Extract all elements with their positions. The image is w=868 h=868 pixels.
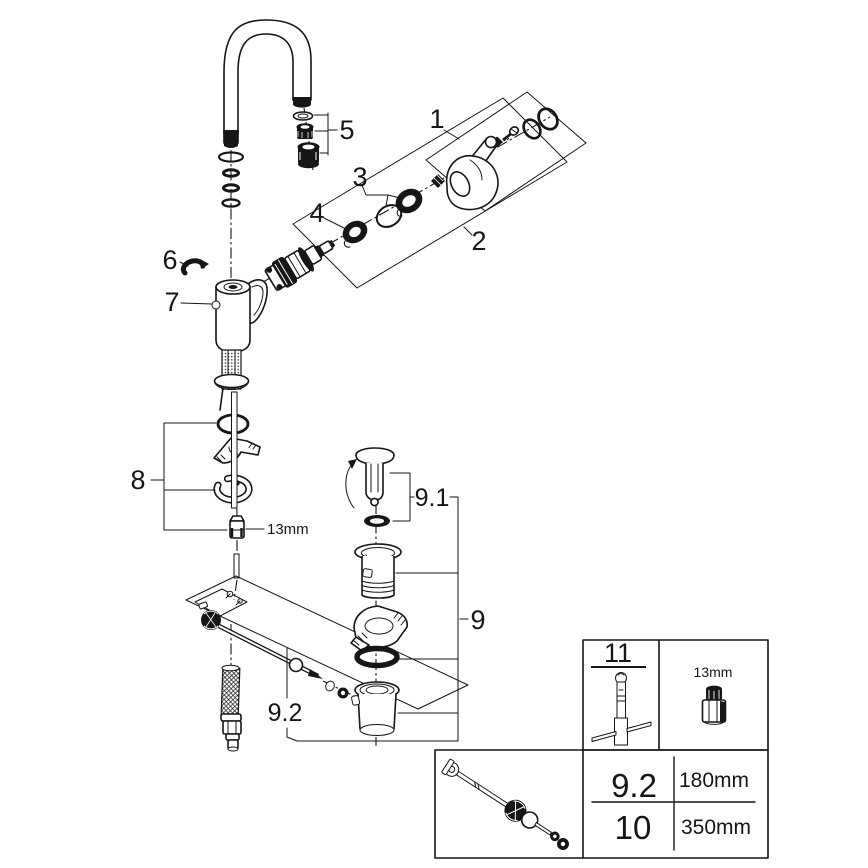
- pullrod-knob: [201, 610, 221, 630]
- plug-rotation-arrow: [345, 459, 357, 509]
- aerator-washer: [292, 111, 314, 121]
- aerator-group: 5: [292, 111, 355, 169]
- popup-drain: 9.1: [296, 447, 486, 742]
- hex-key-tool-icon: [591, 672, 652, 746]
- legend-tool-box: 11 13mm: [582, 638, 769, 751]
- plug-seal: [364, 515, 390, 527]
- handle-orings: [522, 107, 559, 140]
- cap-oring: [375, 204, 403, 228]
- callout-3: 3: [352, 162, 367, 192]
- legend-rod-number-top: 9.2: [611, 767, 657, 804]
- callout-9-2-bracket: 9.2: [268, 647, 303, 742]
- legend-rod-length-top: 180mm: [679, 769, 749, 792]
- callout-5-bracket: 5: [313, 112, 355, 156]
- legend-rod-box: 9.2 10 180mm 350mm: [434, 749, 769, 859]
- nut-size-callout: 13mm: [267, 521, 309, 538]
- callout-1: 1: [429, 104, 444, 134]
- lever-handle: [445, 135, 499, 211]
- handle-assembly: 1 2: [292, 91, 587, 289]
- aerator-mousseur: [296, 123, 314, 139]
- retaining-ring-group: 4: [309, 198, 368, 248]
- pullrod-screws: [198, 590, 243, 610]
- popup-plug: [355, 447, 395, 507]
- legend-rod-icon: [441, 758, 570, 851]
- callout-6: 6: [162, 245, 177, 275]
- spout-orings: [217, 151, 245, 208]
- escutcheon-cap-group: 3: [352, 162, 423, 228]
- pullrod-seal: [337, 687, 349, 699]
- callout-8: 8: [130, 465, 145, 495]
- pullrod-oring: [325, 680, 335, 692]
- drain-lower-body: [351, 681, 459, 736]
- legend-rod-number-bottom: 10: [615, 809, 652, 846]
- socket-13mm-icon: [701, 685, 727, 725]
- callout-9-2: 9.2: [268, 699, 303, 727]
- drain-wedge-gasket: [350, 605, 408, 652]
- threaded-rod: [231, 391, 238, 509]
- body-threaded-shank: [213, 349, 250, 411]
- callout-9-1: 9.1: [415, 484, 450, 512]
- cap-ring: [395, 188, 423, 217]
- extension-rod: [233, 553, 240, 579]
- legend-socket-size: 13mm: [694, 664, 733, 680]
- retainer-clip-group: 6: [162, 245, 209, 276]
- spout-shank-tip: [223, 130, 239, 148]
- callout-4: 4: [309, 198, 324, 228]
- drain-oring: [354, 645, 400, 669]
- legend-rod-length-bottom: 350mm: [681, 816, 751, 839]
- legend-tool-number: 11: [604, 638, 632, 668]
- pullrod-outline: [185, 575, 469, 710]
- callout-9: 9: [470, 605, 485, 635]
- mounting-set: 8 13mm: [130, 391, 309, 579]
- pullrod-group: 9.2: [185, 575, 469, 742]
- handle-screw: [502, 126, 520, 142]
- supply-hose: [220, 664, 242, 752]
- pullrod: [217, 623, 323, 679]
- body-flange: [213, 373, 250, 389]
- drain-flange-body: [354, 543, 459, 599]
- cartridge: [264, 239, 336, 291]
- assembly-outline-2: [292, 97, 568, 289]
- spout: [223, 19, 312, 148]
- faucet-body: 7: [164, 279, 268, 411]
- callout-9-1-bracket: 9.1: [389, 472, 459, 522]
- callout-2: 2: [471, 226, 486, 256]
- callout-8-bracket: 8: [130, 422, 228, 531]
- handle-adapter-nut: [431, 174, 445, 188]
- mounting-nut: [229, 515, 245, 539]
- aerator-sleeve: [297, 142, 320, 169]
- callout-7: 7: [164, 287, 179, 317]
- callout-5: 5: [339, 115, 354, 145]
- callout-9-bracket: 9: [296, 496, 486, 742]
